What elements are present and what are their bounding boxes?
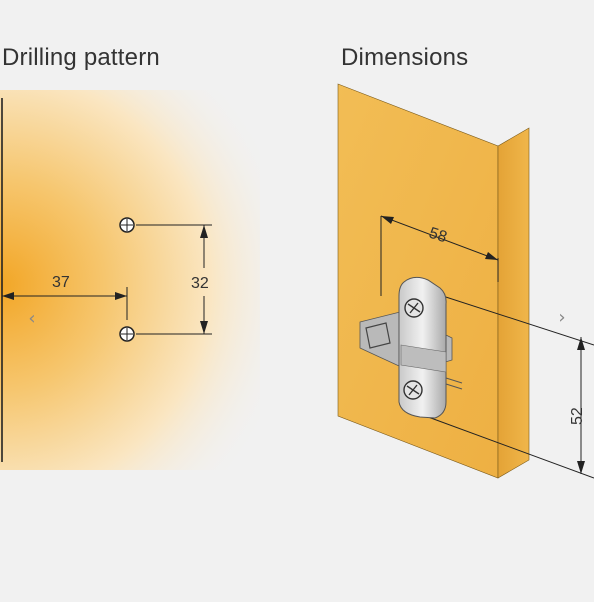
edge-distance-dimension	[2, 287, 128, 320]
top-screw-icon	[404, 298, 424, 318]
plate-height-dimension	[417, 287, 594, 479]
hole-spacing-label: 32	[191, 275, 209, 292]
mounting-plate	[359, 276, 463, 419]
plate-width-label: 58	[427, 225, 449, 247]
chevron-left-icon[interactable]: ‹	[28, 307, 36, 329]
plate-width-dimension	[380, 215, 499, 296]
plate-height-label: 52	[569, 407, 586, 425]
chevron-right-icon[interactable]: ›	[558, 306, 566, 328]
drilling-pattern-drawing: 37 32	[0, 90, 260, 470]
drilling-pattern-title: Drilling pattern	[2, 44, 160, 71]
hole-spacing-dimension	[136, 224, 212, 335]
drill-hole-top	[119, 217, 135, 233]
wood-panel-side	[497, 127, 530, 479]
dimensions-drawing: 58 52	[337, 83, 594, 479]
dimensions-title: Dimensions	[341, 44, 469, 71]
bottom-screw-icon	[403, 380, 423, 400]
drill-hole-bottom	[119, 326, 135, 342]
wood-surface-glow	[0, 90, 260, 470]
edge-distance-label: 37	[52, 274, 70, 291]
